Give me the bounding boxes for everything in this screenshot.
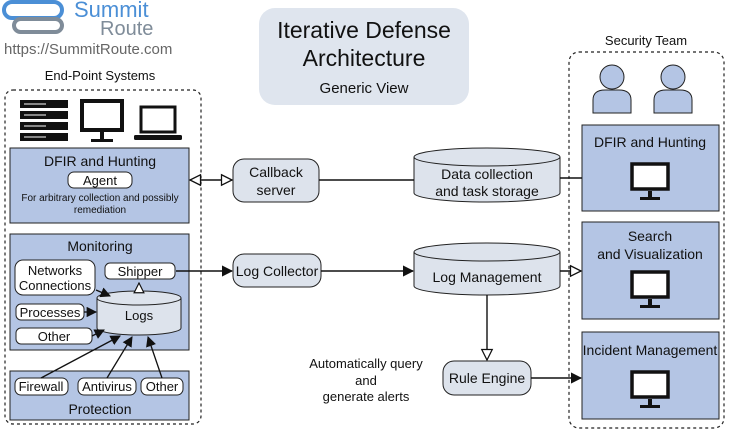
agent-pill: [67, 171, 133, 189]
security-team-label: Security Team: [605, 33, 687, 48]
endpoint-dfir-title: DFIR and Hunting: [44, 153, 156, 169]
title-line2: Architecture: [303, 45, 426, 71]
logo-url[interactable]: https://SummitRoute.com: [4, 41, 172, 58]
other-monitor-label: Other: [38, 329, 71, 344]
shipper-pill: [104, 262, 176, 280]
log-collector-box: Log Collector: [232, 253, 322, 288]
data-collection-cylinder: Data collection and task storage: [413, 147, 561, 203]
monitor-icon: [630, 370, 670, 408]
title-box: Iterative Defense Architecture Generic V…: [259, 8, 469, 105]
network-connections-pill: [14, 259, 96, 296]
monitor-icon: [630, 162, 670, 200]
firewall-label: Firewall: [19, 379, 64, 394]
search-line2: and Visualization: [597, 246, 703, 262]
desktop-monitor-icon: [80, 99, 124, 142]
team-dfir-box: DFIR and Hunting: [581, 124, 720, 212]
other-protection-label: Other: [146, 379, 179, 394]
shipper-label: Shipper: [118, 264, 163, 279]
callback-line2: server: [257, 182, 296, 198]
log-collector-label: Log Collector: [236, 263, 319, 279]
endpoint-internal-arrows: [40, 283, 163, 379]
analyst-user-icon: [592, 64, 632, 114]
logo-brand-line1: Summit: [74, 0, 149, 22]
logo-brand-line2: Route: [100, 18, 153, 40]
rule-engine-box: Rule Engine: [442, 360, 532, 396]
callback-line1: Callback: [249, 164, 304, 180]
title-line1: Iterative Defense: [277, 17, 451, 43]
data-store-line1: Data collection: [441, 166, 533, 182]
analyst-user-icon-2: [653, 64, 693, 114]
search-visualization-box: Search and Visualization: [581, 221, 720, 320]
logo-mark-icon: [2, 0, 64, 34]
rule-engine-label: Rule Engine: [449, 370, 525, 386]
endpoint-dfir-box: DFIR and Hunting Agent For arbitrary col…: [9, 147, 190, 224]
auto-query-line2: and: [355, 373, 377, 388]
auto-query-line3: generate alerts: [323, 389, 410, 404]
main-connectors: [176, 178, 583, 384]
endpoint-systems-frame: [4, 89, 202, 425]
incident-management-box: Incident Management: [581, 331, 720, 420]
incident-label: Incident Management: [583, 342, 718, 358]
summit-route-logo: Summit Route https://SummitRoute.com: [2, 0, 172, 58]
processes-label: Processes: [20, 305, 81, 320]
monitoring-title: Monitoring: [67, 238, 132, 254]
protection-box: Firewall Antivirus Other Protection: [9, 370, 190, 421]
protection-title: Protection: [68, 401, 131, 417]
logs-label: Logs: [125, 308, 154, 323]
antivirus-label: Antivirus: [82, 379, 132, 394]
data-store-line2: and task storage: [435, 183, 539, 199]
logs-cylinder: Logs: [96, 290, 182, 336]
log-management-label: Log Management: [433, 269, 542, 285]
agent-note-line2: remediation: [74, 205, 126, 216]
agent-note-line1: For arbitrary collection and possibly: [21, 193, 178, 204]
monitor-icon: [630, 270, 670, 308]
endpoint-label: End-Point Systems: [45, 68, 156, 83]
callback-server-box: Callback server: [232, 158, 320, 203]
team-dfir-label: DFIR and Hunting: [594, 134, 706, 150]
laptop-icon: [134, 105, 182, 140]
network-line2: Connections: [19, 278, 92, 293]
auto-query-line1: Automatically query: [309, 356, 423, 371]
agent-label: Agent: [83, 173, 117, 188]
search-line1: Search: [628, 228, 672, 244]
security-team-frame: [568, 51, 725, 429]
server-icon: [20, 100, 68, 141]
network-line1: Networks: [28, 263, 83, 278]
log-management-cylinder: Log Management: [413, 242, 561, 296]
title-subtitle: Generic View: [320, 80, 409, 97]
